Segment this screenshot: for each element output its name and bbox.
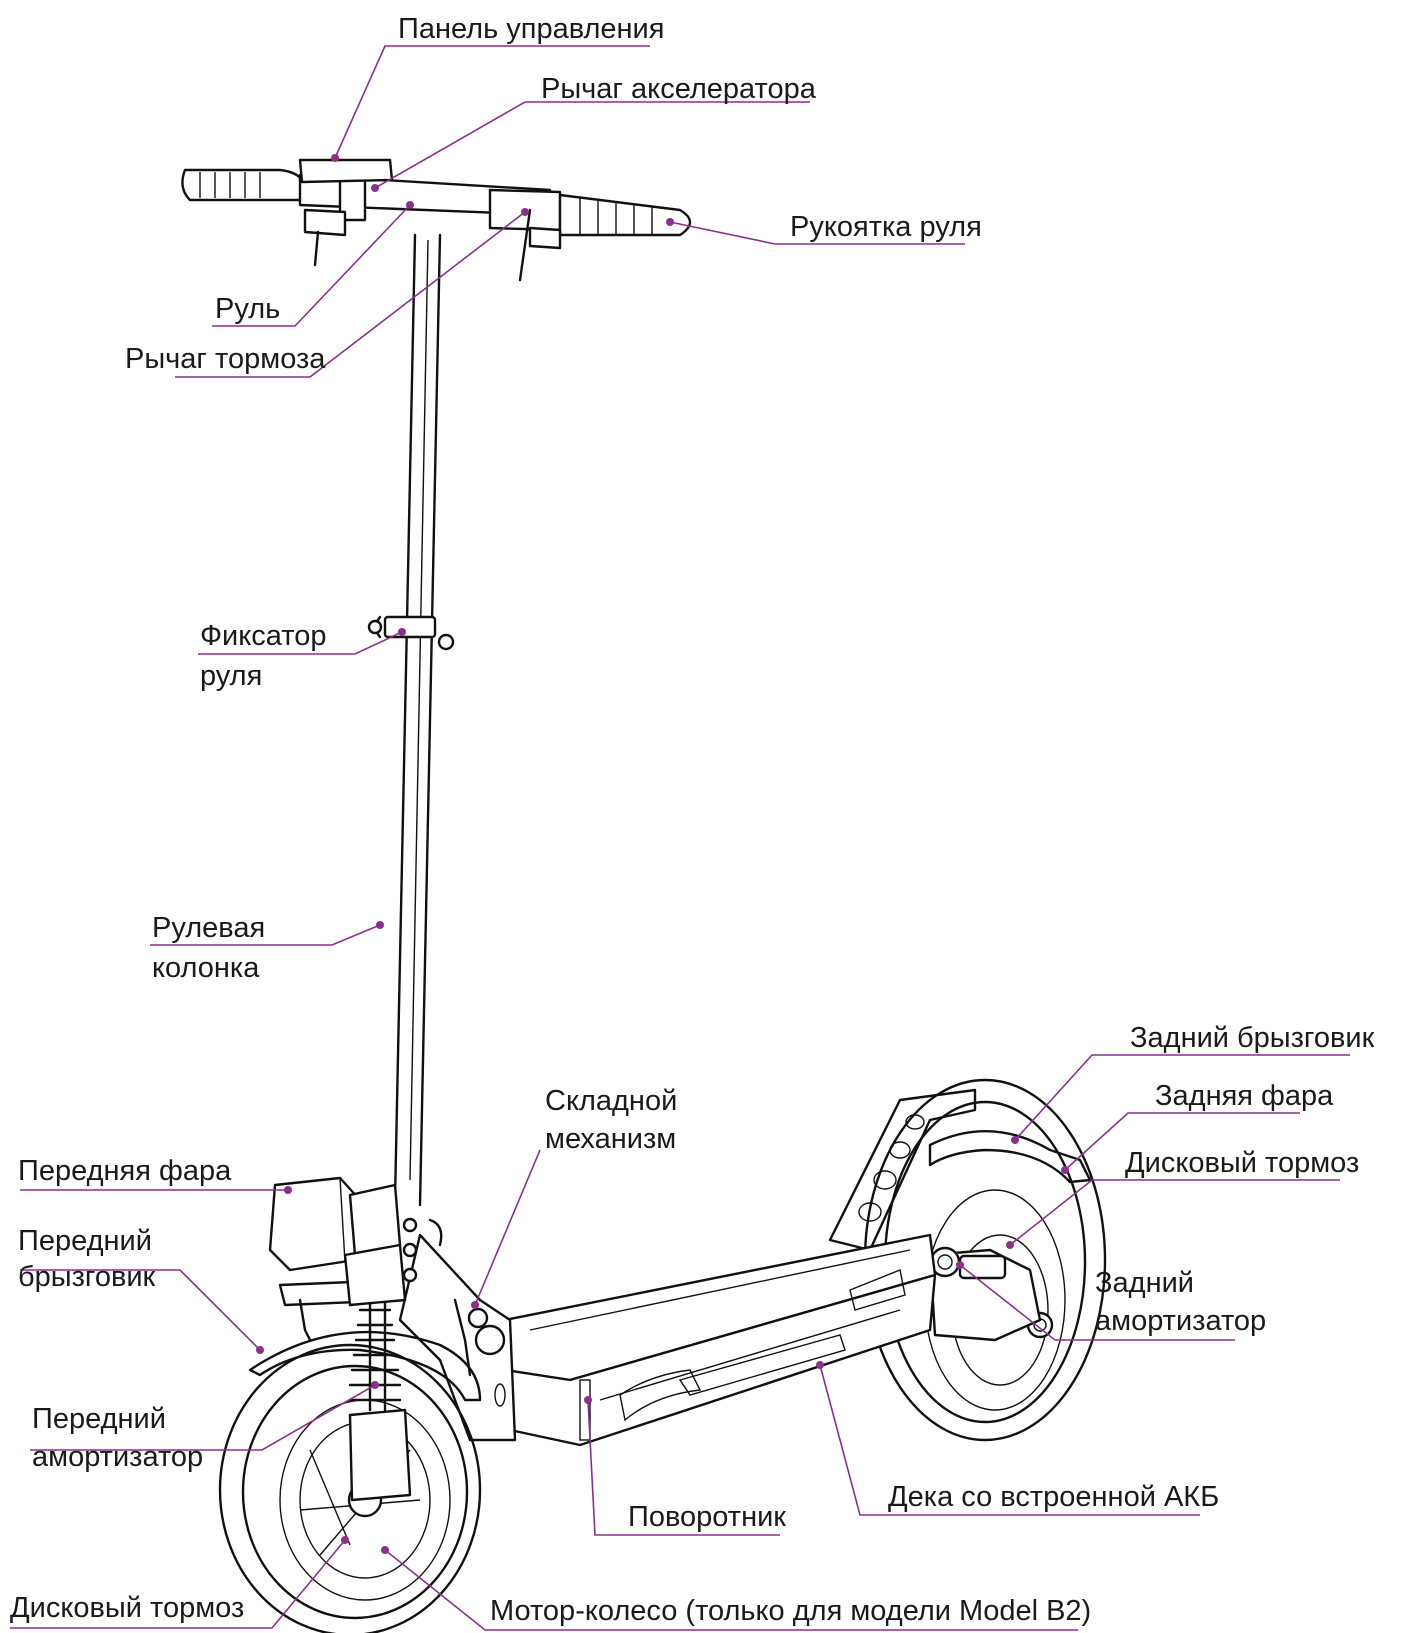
label-front-fender-2: брызговик [18,1261,156,1293]
label-front-fender-1: Передний [18,1225,152,1257]
front-suspension [278,1278,412,1502]
label-turn-signal: Поворотник [628,1501,786,1533]
label-front-disc-brake: Дисковый тормоз [10,1592,244,1624]
label-deck-battery: Дека со встроенной АКБ [888,1481,1219,1513]
label-control-panel: Панель управления [398,13,664,45]
label-front-shock-2: амортизатор [32,1441,203,1473]
label-folding-mechanism-1: Складной [545,1085,677,1117]
label-rear-fender: Задний брызговик [1130,1022,1375,1054]
label-brake-lever: Рычаг тормоза [125,343,326,375]
label-handlebar: Руль [215,293,280,325]
rear-fender [928,1130,1092,1184]
leader-lines [10,45,1350,1631]
label-front-shock-1: Передний [32,1403,166,1435]
label-rear-light: Задняя фара [1155,1080,1334,1112]
stem-lock-clamp [367,615,455,651]
front-wheel [218,1343,482,1633]
deck [503,1233,937,1447]
label-rear-shock-1: Задний [1095,1267,1194,1299]
label-steering-column-2: колонка [152,952,260,984]
label-rear-disc-brake: Дисковый тормоз [1125,1147,1359,1179]
label-folding-mechanism-2: механизм [545,1123,676,1155]
scooter-illustration [181,158,1107,1633]
front-assembly [398,1217,517,1442]
label-front-light: Передняя фара [18,1155,232,1187]
labels: Панель управления Рычаг акселератора Рук… [10,13,1375,1627]
steering-column [343,233,442,1307]
front-fender [248,1331,482,1402]
label-stem-lock-2: руля [200,660,262,692]
rear-swingarm [928,1246,1042,1342]
rear-wheel [863,1078,1107,1442]
label-steering-column-1: Рулевая [152,912,265,944]
label-stem-lock-1: Фиксатор [200,620,326,652]
label-handle-grip: Рукоятка руля [790,211,982,243]
label-rear-shock-2: амортизатор [1095,1305,1266,1337]
handlebar [181,158,692,282]
label-throttle-lever: Рычаг акселератора [541,73,817,105]
label-motor-wheel: Мотор-колесо (только для модели Model B2… [490,1595,1091,1627]
